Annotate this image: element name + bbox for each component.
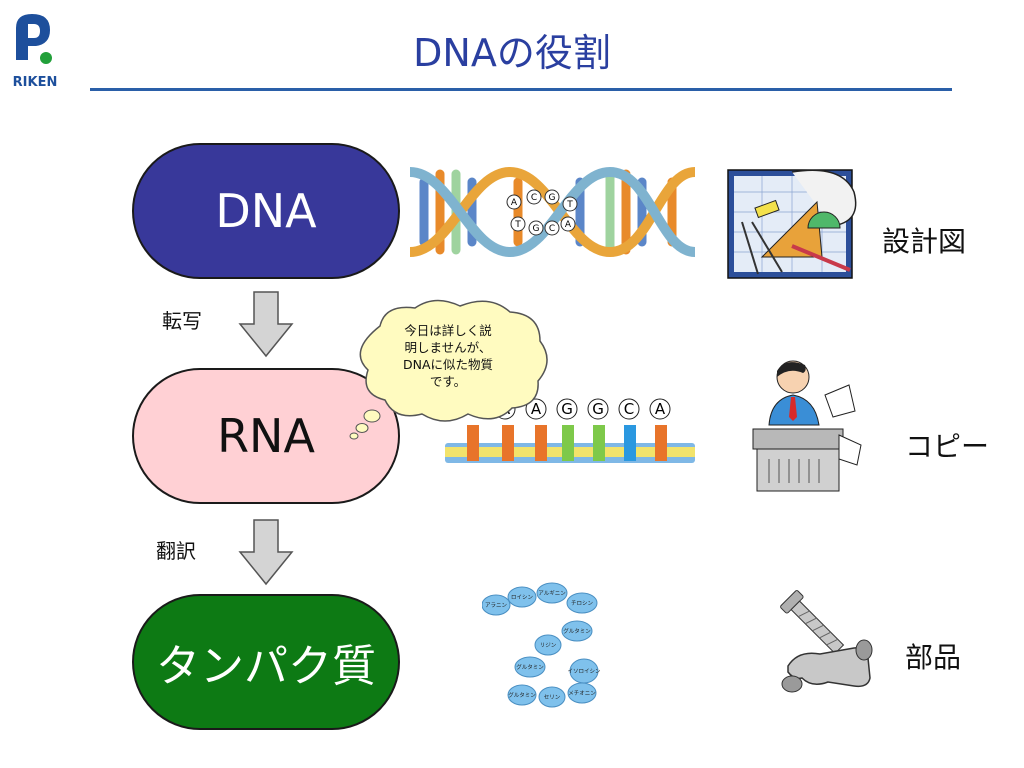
svg-text:イソロイシン: イソロイシン bbox=[567, 669, 601, 675]
protein-label: タンパク質 bbox=[156, 641, 376, 692]
page-title: DNAの役割 bbox=[413, 31, 611, 75]
rna-label: RNA bbox=[217, 409, 315, 463]
transcription-label: 転写 bbox=[162, 309, 202, 333]
svg-text:グルタミン: グルタミン bbox=[563, 627, 591, 635]
blueprint-icon bbox=[727, 169, 857, 279]
svg-text:G: G bbox=[561, 400, 573, 418]
svg-text:アルギニン: アルギニン bbox=[538, 590, 566, 597]
svg-text:G: G bbox=[592, 400, 604, 418]
amino-acid-chain-illustration: アラニン ロイシン アルギニン チロシン リジン グルタミン グルタミン イソロ… bbox=[482, 582, 601, 708]
rna-strand-illustration: A A G G C A bbox=[445, 398, 695, 463]
svg-text:グルタミン: グルタミン bbox=[516, 663, 544, 671]
down-arrow-icon bbox=[238, 519, 294, 586]
svg-text:A: A bbox=[565, 220, 572, 230]
riken-logo: RIKEN bbox=[13, 14, 58, 90]
title-divider bbox=[90, 88, 952, 91]
svg-text:チロシン: チロシン bbox=[571, 600, 594, 607]
protein-box: タンパク質 bbox=[132, 594, 400, 730]
copy-label: コピー bbox=[905, 430, 990, 463]
callout-text: 今日は詳しく説 明しませんが、 DNAに似た物質 です。 bbox=[402, 323, 494, 389]
dna-helix-illustration: A C G T T G C A bbox=[410, 166, 695, 258]
svg-text:A: A bbox=[511, 198, 518, 208]
svg-text:C: C bbox=[624, 400, 634, 418]
translation-label: 翻訳 bbox=[156, 539, 196, 563]
svg-text:T: T bbox=[514, 220, 521, 230]
screw-and-pipe-icon bbox=[780, 590, 873, 693]
svg-text:C: C bbox=[549, 224, 555, 234]
svg-text:T: T bbox=[566, 200, 573, 210]
copier-icon bbox=[752, 360, 862, 492]
parts-label: 部品 bbox=[905, 641, 962, 674]
svg-text:A: A bbox=[655, 400, 666, 418]
svg-text:アラニン: アラニン bbox=[485, 602, 508, 609]
svg-text:グルタミン: グルタミン bbox=[508, 691, 536, 699]
logo-text: RIKEN bbox=[13, 75, 58, 90]
svg-text:A: A bbox=[531, 400, 542, 418]
blueprint-label: 設計図 bbox=[882, 225, 967, 258]
down-arrow-icon bbox=[238, 291, 294, 358]
svg-text:リジン: リジン bbox=[540, 643, 557, 649]
thought-bubble bbox=[349, 299, 548, 440]
svg-text:セリン: セリン bbox=[544, 694, 561, 701]
svg-text:G: G bbox=[549, 193, 556, 203]
svg-text:メチオニン: メチオニン bbox=[568, 690, 596, 697]
svg-text:G: G bbox=[533, 224, 540, 234]
svg-text:ロイシン: ロイシン bbox=[511, 595, 534, 601]
dna-box: DNA bbox=[132, 143, 400, 279]
dna-label: DNA bbox=[215, 184, 317, 238]
svg-text:C: C bbox=[531, 193, 537, 203]
